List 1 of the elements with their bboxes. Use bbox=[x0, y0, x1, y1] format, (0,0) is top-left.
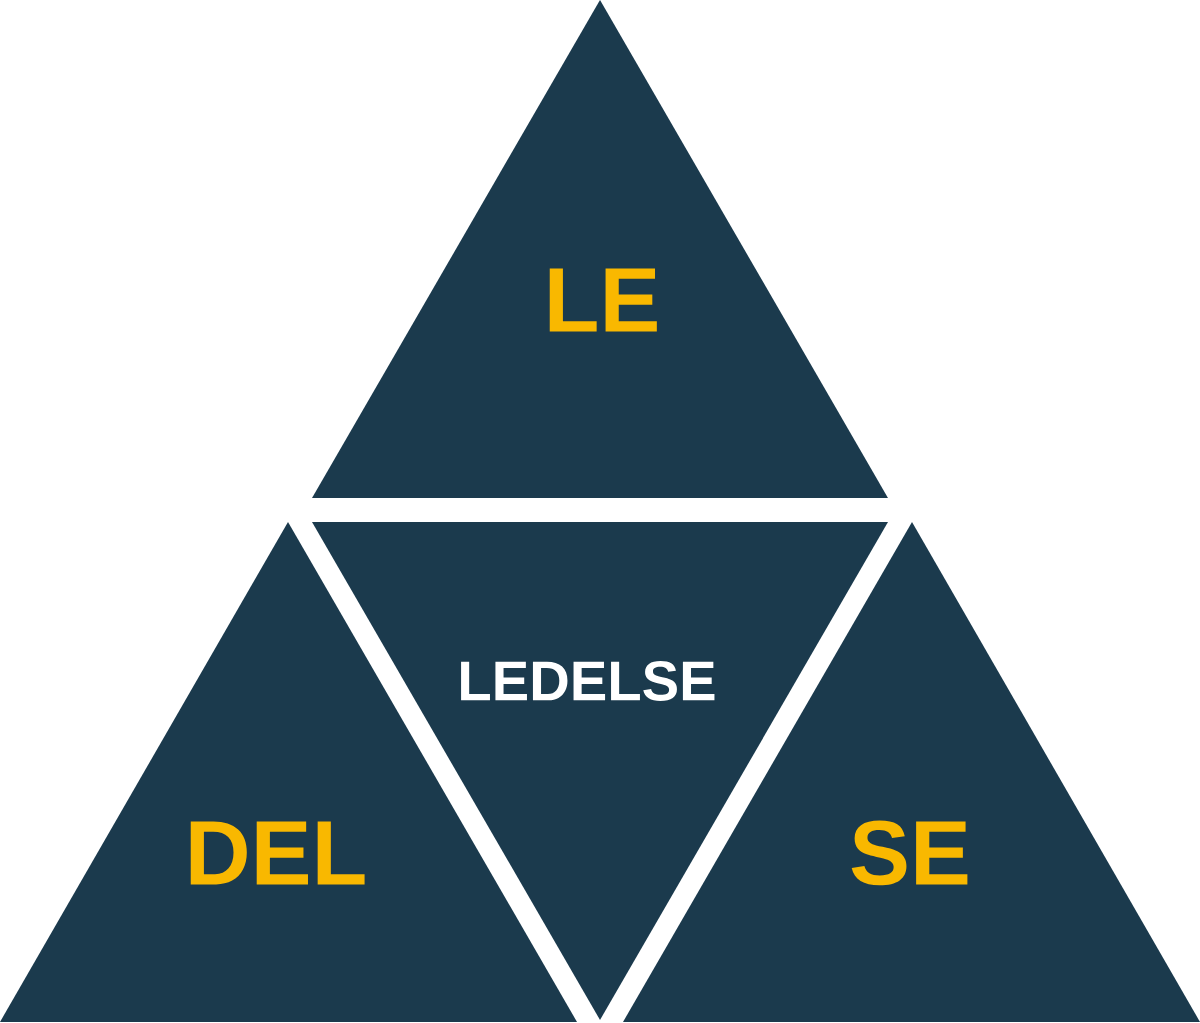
triangle: LE bbox=[312, 0, 888, 498]
